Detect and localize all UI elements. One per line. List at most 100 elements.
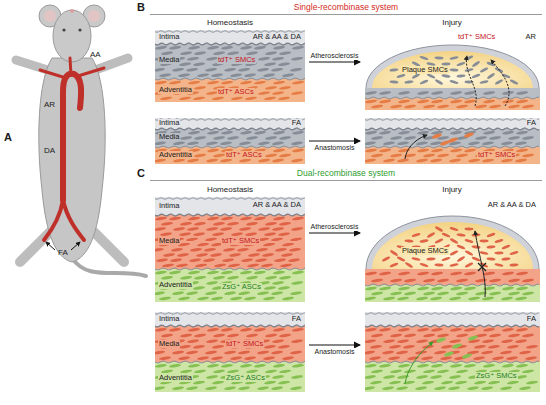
panel-text: tdT⁺ SMCs [217, 56, 256, 64]
cell-symbol [464, 148, 476, 153]
vessel-wall [155, 197, 305, 302]
cell-symbol [291, 339, 303, 344]
cell-symbol [371, 291, 383, 296]
cell-symbol [489, 278, 501, 283]
cell-symbol [206, 339, 218, 344]
section-rule [150, 14, 542, 15]
elastic-lamina [155, 268, 305, 270]
cell-symbol [205, 386, 217, 391]
cell-symbol [155, 141, 166, 146]
cell-symbol [383, 375, 395, 380]
cell-symbol [515, 141, 527, 146]
adventitia-layer [365, 362, 540, 392]
cell-symbol [261, 263, 273, 268]
cell-symbol [508, 136, 520, 141]
cell-symbol [172, 67, 184, 72]
vessel-illustration [365, 312, 540, 392]
cell-symbol [379, 271, 391, 276]
cell-symbol [434, 386, 446, 391]
migrating-cell [468, 335, 479, 342]
cell-symbol [371, 369, 383, 374]
cell-symbol [365, 286, 377, 291]
cell-symbol [365, 339, 376, 344]
plaque-cell [449, 238, 458, 245]
cell-symbol [169, 45, 181, 50]
mouse-leg [94, 232, 124, 262]
plaque-cell [480, 240, 489, 243]
cell-symbol [238, 67, 250, 72]
plaque-cell [434, 78, 443, 85]
cell-symbol [212, 345, 224, 350]
cell-symbol [501, 296, 513, 301]
subclavian-artery [78, 68, 104, 76]
cell-symbol [228, 263, 240, 268]
cell-symbol [383, 158, 395, 163]
cell-symbol [238, 291, 250, 296]
intima-layer [155, 30, 305, 44]
cell-symbol [179, 345, 191, 350]
cell-symbol [292, 130, 304, 135]
cell-symbol [464, 271, 476, 276]
cell-symbol [415, 386, 427, 391]
panel-text: AR [525, 33, 537, 41]
plaque-cell [509, 79, 518, 85]
media-layer [155, 129, 305, 147]
panel-text: Media [158, 133, 180, 141]
plaque-cell [464, 228, 473, 231]
cell-symbol [271, 386, 283, 391]
cell-symbol [278, 380, 290, 385]
cell-symbol [526, 380, 538, 385]
cell-symbol [206, 158, 218, 163]
cell-symbol [390, 369, 402, 374]
cell-symbol [207, 148, 219, 153]
cell-symbol [170, 258, 182, 263]
cell-symbol [417, 130, 429, 135]
cell-symbol [398, 99, 410, 104]
mouse-ear [88, 10, 100, 22]
cell-symbol [237, 247, 249, 252]
plaque-cell [449, 250, 458, 256]
cell-symbol [430, 141, 442, 146]
cell-symbol [431, 363, 443, 368]
cell-symbol [423, 369, 435, 374]
panel-text: ZsG⁺ ASCs [225, 374, 266, 382]
cell-symbol [194, 369, 206, 374]
cell-symbol [390, 333, 402, 338]
vessel-panel: FAIntimaMediaAdventitiatdT⁺ ASCs [155, 118, 305, 164]
cell-symbol [500, 386, 512, 391]
plaque-cell [449, 56, 458, 61]
cell-symbol [416, 296, 428, 301]
cell-symbol [180, 51, 192, 56]
cell-symbol [365, 375, 376, 380]
cell-symbol [172, 291, 184, 296]
cell-symbol [365, 271, 377, 276]
cell-symbol [176, 263, 188, 268]
vessel-wall [365, 197, 540, 302]
vessel-site-label: FA [58, 248, 68, 258]
endothelium [366, 45, 539, 88]
cell-symbol [241, 258, 253, 263]
cell-symbol [431, 271, 443, 276]
cell-symbol [271, 350, 283, 355]
cell-symbol [291, 56, 303, 61]
elastic-lamina [155, 128, 305, 130]
vessel-site-label: DA [44, 146, 55, 156]
adventitia-layer [155, 269, 305, 302]
cell-symbol [383, 296, 395, 301]
arrow-label: Anastomosis [313, 144, 355, 152]
panel-text: Media [158, 56, 180, 64]
cell-symbol [207, 270, 219, 275]
elastic-lamina [365, 128, 539, 130]
cell-symbol [501, 141, 513, 146]
vessel-panel: FAtdT⁺ SMCs [365, 118, 540, 164]
cell-symbol [515, 158, 527, 163]
cell-symbol [257, 386, 269, 391]
cell-symbol [371, 333, 383, 338]
cell-symbol [389, 380, 401, 385]
cell-symbol [481, 386, 493, 391]
media-layer [155, 44, 305, 79]
cell-symbol [398, 363, 410, 368]
cell-symbol [204, 247, 216, 252]
cell-symbol [403, 345, 415, 350]
vessel-wall [365, 118, 540, 164]
